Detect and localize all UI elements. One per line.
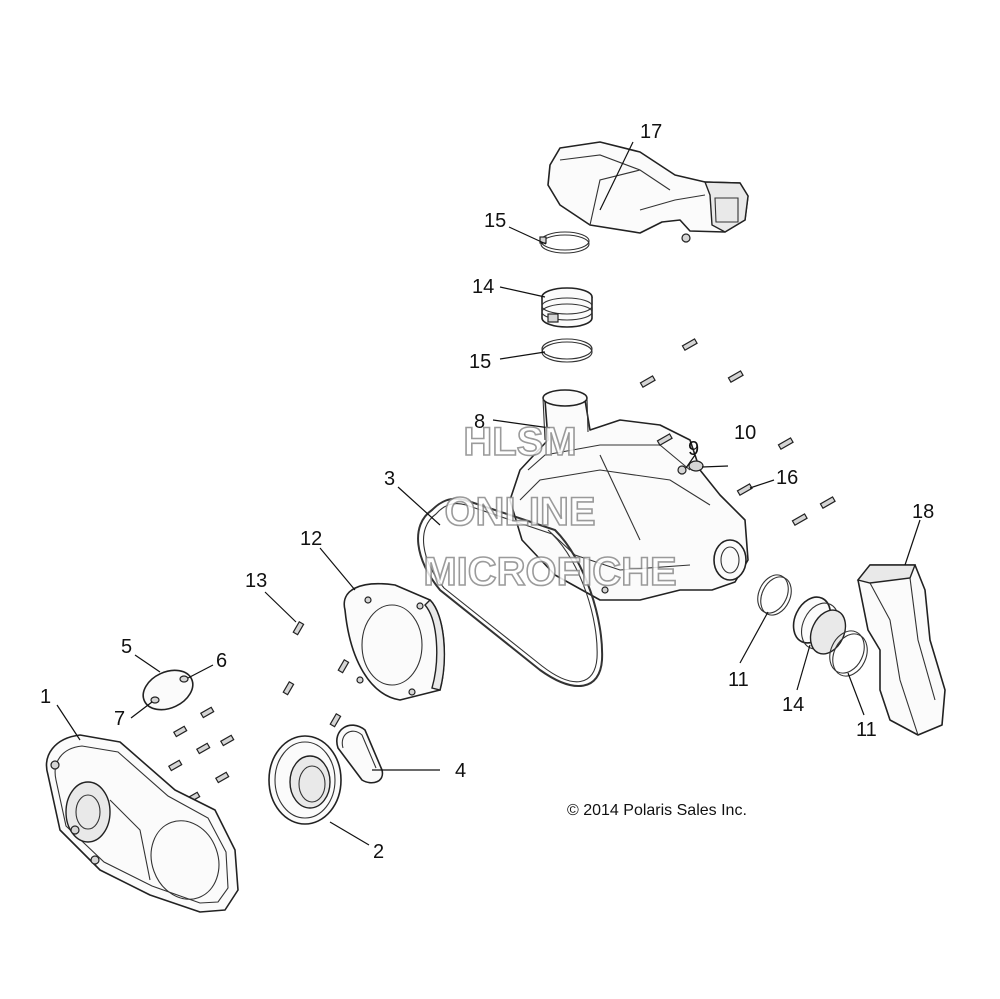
- callout-14a: 14: [472, 276, 494, 298]
- part-10-nut[interactable]: [688, 460, 704, 472]
- watermark-line-1: HLSM: [463, 420, 576, 464]
- part-6-screw[interactable]: [179, 675, 189, 683]
- callout-4: 4: [455, 760, 466, 782]
- callout-10: 10: [734, 422, 756, 444]
- callout-2: 2: [373, 841, 384, 863]
- part-13-screws[interactable]: [282, 620, 350, 728]
- callout-11b: 11: [856, 719, 877, 741]
- part-18-lower-duct[interactable]: [856, 564, 946, 736]
- part-14-upper-coupler[interactable]: [541, 287, 593, 328]
- leader-lines: [56, 141, 921, 846]
- callout-9: 9: [688, 438, 699, 460]
- callout-15b: 15: [469, 351, 491, 373]
- part-16-bolts[interactable]: [639, 338, 836, 527]
- callout-3: 3: [384, 468, 395, 490]
- part-14-lower-coupler[interactable]: [786, 591, 852, 660]
- part-1-outer-clutch-cover[interactable]: [45, 734, 239, 913]
- callout-15a: 15: [484, 210, 506, 232]
- part-4-gasket[interactable]: [336, 724, 384, 784]
- callout-18: 18: [912, 501, 934, 523]
- callout-11a: 11: [728, 669, 749, 691]
- callout-6: 6: [216, 650, 227, 672]
- part-8-inner-clutch-cover[interactable]: [509, 389, 749, 601]
- part-5-inspection-cover[interactable]: [137, 663, 199, 718]
- callout-7: 7: [114, 708, 125, 730]
- part-17-intake-duct[interactable]: [547, 141, 749, 243]
- watermark: HLSM ONLINE MICROFICHE: [423, 419, 678, 595]
- callout-5: 5: [121, 636, 132, 658]
- part-11-left-clamp[interactable]: [752, 570, 797, 620]
- copyright-text: © 2014 Polaris Sales Inc.: [567, 802, 747, 819]
- part-11-right-clamp[interactable]: [823, 625, 874, 681]
- callout-17: 17: [640, 121, 662, 143]
- callout-8: 8: [474, 411, 485, 433]
- callout-1: 1: [40, 686, 51, 708]
- part-12-cover-plate[interactable]: [343, 583, 446, 701]
- callout-16: 16: [776, 467, 798, 489]
- part-15-upper-clamp[interactable]: [539, 231, 590, 254]
- part-7-screw[interactable]: [150, 696, 160, 704]
- callout-12: 12: [300, 528, 322, 550]
- outer-cover-fasteners[interactable]: [167, 706, 235, 804]
- watermark-line-2: ONLINE: [444, 490, 595, 534]
- callout-13: 13: [245, 570, 267, 592]
- part-15-lower-clamp[interactable]: [541, 338, 593, 363]
- part-2-seal[interactable]: [268, 735, 342, 825]
- callout-14b: 14: [782, 694, 804, 716]
- part-9-washer[interactable]: [677, 465, 687, 475]
- callout-labels: 1 2 3 4 5 6 7 8 9 10 11 11 12 13 14 14 1…: [40, 121, 934, 863]
- watermark-line-3: MICROFICHE: [423, 550, 676, 594]
- part-3-drive-belt[interactable]: [417, 497, 604, 687]
